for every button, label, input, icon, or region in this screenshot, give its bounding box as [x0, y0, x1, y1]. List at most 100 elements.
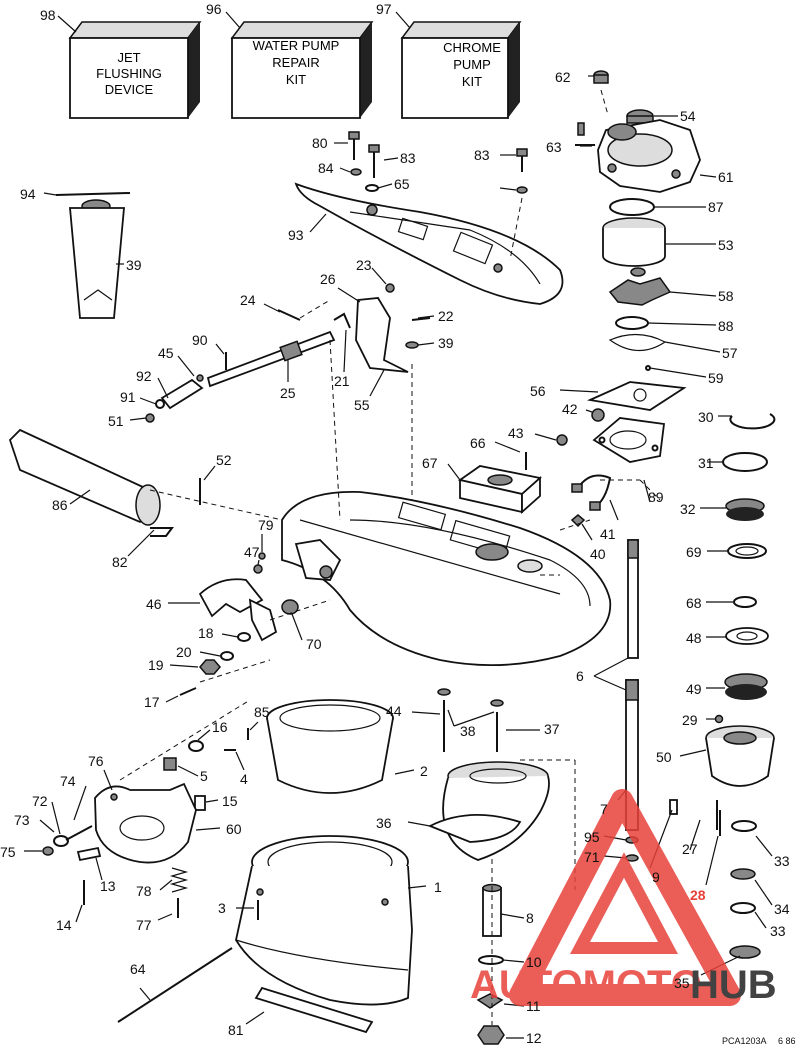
part-label: 32 [680, 501, 696, 517]
kit-box-line: DEVICE [105, 82, 154, 97]
part-label: 11 [526, 998, 541, 1014]
part-label: 41 [600, 526, 616, 542]
kit-box-line: WATER PUMP [253, 38, 340, 53]
part-label: 67 [422, 455, 438, 471]
part-label: 17 [144, 694, 160, 710]
part-label: 37 [544, 721, 560, 737]
part-label: 27 [682, 841, 698, 857]
part-label: 21 [334, 373, 350, 389]
part-label: 1 [434, 879, 442, 895]
date-code: 6 86 [778, 1036, 796, 1046]
part-label: 92 [136, 368, 152, 384]
part-label: 75 [0, 844, 16, 860]
part-label: 43 [508, 425, 524, 441]
part-label: 35 [674, 975, 690, 991]
part-label: 49 [686, 681, 702, 697]
part-label: 25 [280, 385, 296, 401]
part-label: 79 [258, 517, 274, 533]
part-label: 9 [652, 869, 660, 885]
part-label: 45 [158, 345, 174, 361]
part-label: 90 [192, 332, 208, 348]
part-label: 88 [718, 318, 734, 334]
part-label: 8 [526, 910, 534, 926]
part-label: 72 [32, 793, 48, 809]
part-label: 42 [562, 401, 578, 417]
pump-parts-right-column [556, 70, 776, 959]
part-label: 87 [708, 199, 724, 215]
part-label: 64 [130, 961, 146, 977]
part-label: 46 [146, 596, 162, 612]
kit-box-line: CHROME [443, 40, 501, 55]
part-label: 2 [420, 763, 428, 779]
part-label: 48 [686, 630, 702, 646]
part-label: 10 [526, 954, 542, 970]
part-label: 36 [376, 815, 392, 831]
part-label: 12 [526, 1030, 542, 1046]
part-label: 20 [176, 644, 192, 660]
part-label: 28 [690, 887, 706, 903]
part-label: 18 [198, 625, 214, 641]
part-label: 65 [394, 176, 410, 192]
part-label: 83 [400, 150, 416, 166]
part-label: 40 [590, 546, 606, 562]
part-label: 59 [708, 370, 724, 386]
part-label: 69 [686, 544, 702, 560]
kit-box-line: PUMP [453, 57, 491, 72]
part-label: 63 [546, 139, 562, 155]
part-label: 53 [718, 237, 734, 253]
part-label: 52 [216, 452, 232, 468]
part-label: 57 [722, 345, 738, 361]
part-label: 51 [108, 413, 124, 429]
part-label: 91 [120, 389, 136, 405]
part-label: 5 [200, 768, 208, 784]
part-label: 95 [584, 829, 600, 845]
part-label: 58 [718, 288, 734, 304]
part-label: 31 [698, 455, 714, 471]
part-label: 76 [88, 753, 104, 769]
part-label: 39 [126, 257, 142, 273]
kit-box-water-pump-repair: WATER PUMP REPAIR KIT [230, 21, 374, 119]
part-label: 6 [576, 668, 584, 684]
part-label: 89 [648, 489, 664, 505]
watermark-text-red: AUTOMOTO [470, 963, 702, 1007]
part-label: 61 [718, 169, 734, 185]
kit-box-line: KIT [462, 74, 482, 89]
part-label: 71 [584, 849, 600, 865]
part-label: 84 [318, 160, 334, 176]
part-label: 29 [682, 712, 698, 728]
part-label: 7 [600, 801, 608, 817]
part-label: 33 [770, 923, 786, 939]
part-label: 56 [530, 383, 546, 399]
part-label: 97 [376, 1, 392, 17]
part-label: 44 [386, 703, 402, 719]
part-label: 23 [356, 257, 372, 273]
part-label: 38 [460, 723, 476, 739]
part-label: 33 [774, 853, 790, 869]
part-label: 47 [244, 544, 260, 560]
part-label: 78 [136, 883, 152, 899]
kit-box-line: KIT [286, 72, 306, 87]
part-label: 73 [14, 812, 30, 828]
part-label: 98 [40, 7, 56, 23]
kit-box-chrome-pump: CHROME PUMP KIT [400, 21, 522, 119]
part-label: 85 [254, 704, 270, 720]
part-label: 74 [60, 773, 76, 789]
part-label: 82 [112, 554, 128, 570]
part-label: 62 [555, 69, 571, 85]
part-label: 39 [438, 335, 454, 351]
kit-box-line: JET [117, 50, 140, 65]
leader-lines [24, 75, 773, 1039]
drawing-code: PCA1203A [722, 1036, 767, 1046]
part-label: 30 [698, 409, 714, 425]
watermark: AUTOMOTO HUB [470, 789, 777, 1007]
part-label: 81 [228, 1022, 244, 1038]
part-label: 96 [206, 1, 222, 17]
impeller-and-housing [266, 688, 550, 861]
part-label: 60 [226, 821, 242, 837]
part-label: 15 [222, 793, 238, 809]
watermark-text-dark: HUB [690, 963, 777, 1007]
part-label: 4 [240, 771, 248, 787]
main-jet-housing [119, 339, 661, 890]
intake-housing [117, 835, 413, 1034]
